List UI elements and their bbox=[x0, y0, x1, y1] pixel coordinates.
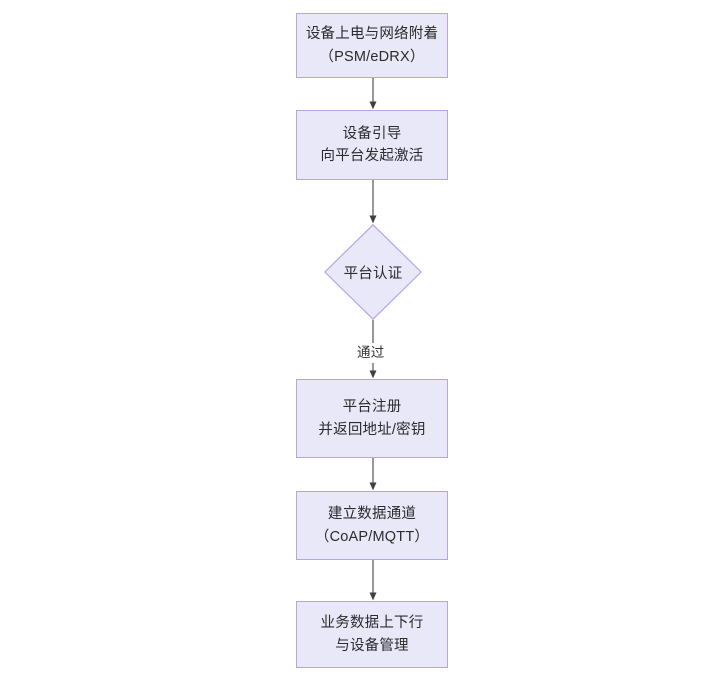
node-platform-register-line2: 并返回地址/密钥 bbox=[318, 421, 426, 438]
node-data-channel[interactable]: 建立数据通道 （CoAP/MQTT） bbox=[296, 491, 448, 560]
node-platform-auth-label: 平台认证 bbox=[343, 265, 403, 282]
node-platform-register-line1: 平台注册 bbox=[342, 399, 402, 416]
node-data-channel-line2: （CoAP/MQTT） bbox=[314, 528, 430, 545]
edge-label-pass: 通过 bbox=[354, 343, 388, 364]
node-data-channel-line1: 建立数据通道 bbox=[327, 506, 417, 523]
node-platform-register[interactable]: 平台注册 并返回地址/密钥 bbox=[296, 379, 448, 458]
node-power-on-line2: （PSM/eDRX） bbox=[319, 48, 425, 65]
node-service-data[interactable]: 业务数据上下行 与设备管理 bbox=[296, 601, 448, 668]
node-platform-auth[interactable]: 平台认证 bbox=[324, 224, 422, 320]
diamond-shape bbox=[324, 224, 422, 320]
node-power-on-line1: 设备上电与网络附着 bbox=[305, 26, 439, 43]
node-service-data-line1: 业务数据上下行 bbox=[320, 615, 424, 632]
node-bootstrap-line1: 设备引导 bbox=[342, 125, 402, 142]
node-bootstrap[interactable]: 设备引导 向平台发起激活 bbox=[296, 110, 448, 180]
node-power-on[interactable]: 设备上电与网络附着 （PSM/eDRX） bbox=[296, 13, 448, 78]
node-service-data-line2: 与设备管理 bbox=[335, 637, 409, 654]
node-bootstrap-line2: 向平台发起激活 bbox=[320, 148, 424, 164]
